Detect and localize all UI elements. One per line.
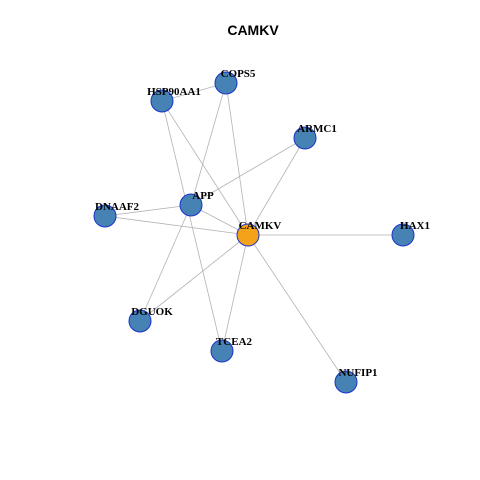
node-hax1	[391, 223, 415, 247]
node-tcea2	[210, 339, 234, 363]
node-label-tcea2: TCEA2	[216, 336, 253, 348]
node-layer	[93, 71, 415, 394]
node-dguok	[128, 309, 152, 333]
node-label-armc1: ARMC1	[297, 123, 337, 135]
diagram-title: CAMKV	[227, 22, 279, 38]
node-app	[179, 193, 203, 217]
node-label-dguok: DGUOK	[131, 306, 173, 318]
node-label-app: APP	[192, 190, 214, 202]
edge-armc1-camkv	[247, 137, 306, 236]
node-label-camkv: CAMKV	[239, 220, 282, 232]
edge-cops5-camkv	[225, 82, 249, 236]
node-label-hsp90aa1: HSP90AA1	[147, 86, 201, 98]
node-label-nufip1: NUFIP1	[338, 367, 377, 379]
edge-camkv-nufip1	[247, 234, 347, 383]
edge-dnaaf2-camkv	[104, 215, 249, 236]
edge-camkv-dguok	[139, 234, 249, 322]
node-armc1	[293, 126, 317, 150]
node-cops5	[214, 71, 238, 95]
node-label-dnaaf2: DNAAF2	[95, 201, 139, 213]
edge-armc1-app	[190, 137, 306, 206]
edge-hsp90aa1-camkv	[161, 100, 249, 236]
edge-cops5-app	[190, 82, 227, 206]
node-label-hax1: HAX1	[400, 220, 430, 232]
node-nufip1	[334, 370, 358, 394]
node-dnaaf2	[93, 204, 117, 228]
node-camkv	[236, 223, 260, 247]
node-label-cops5: COPS5	[221, 68, 256, 80]
edge-layer	[104, 82, 403, 383]
edge-dnaaf2-app	[104, 204, 192, 217]
edge-camkv-tcea2	[221, 234, 249, 352]
node-hsp90aa1	[150, 89, 174, 113]
edge-hsp90aa1-tcea2	[161, 100, 223, 352]
edge-app-dguok	[139, 204, 192, 322]
